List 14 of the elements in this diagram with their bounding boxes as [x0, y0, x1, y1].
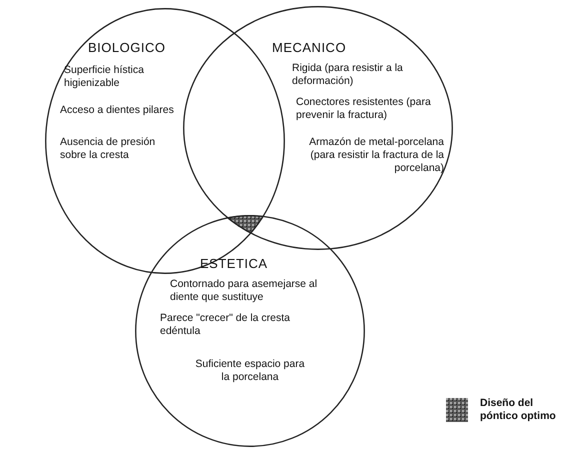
circle-text: Conectores resistentes (para prevenir la fractura) [296, 96, 432, 122]
legend-label: Diseño del póntico optimo [480, 397, 557, 423]
circle-text: Ausencia de presión sobre la cresta [60, 136, 156, 162]
circle-text: Contornado para asemejarse al diente que sustituye [170, 278, 318, 304]
venn-circle [183, 6, 453, 250]
circle-title: BIOLOGICO [88, 40, 166, 55]
circle-title: MECANICO [272, 40, 348, 55]
circle-text: Acceso a dientes pilares [60, 104, 175, 117]
circle-text: Parece "crecer" de la cresta edéntula [160, 312, 292, 338]
venn-circle [135, 215, 365, 447]
circle-text: Armazón de metal-porcelana (para resistir la fractura de la porcelana) [308, 136, 444, 175]
circle-text: Rigida (para resistir a la deformación) [292, 62, 404, 88]
circle-text: Superficie hística higienizable [64, 64, 145, 90]
circle-text: Suficiente espacio para la porcelana [194, 358, 306, 384]
